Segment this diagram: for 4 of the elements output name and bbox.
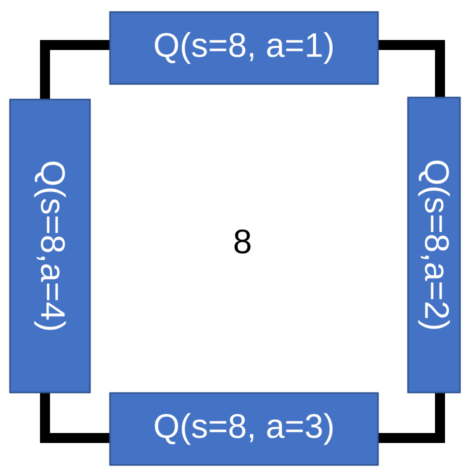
q-value-box: Q(s=8,a=4) xyxy=(9,98,91,394)
q-value-box: Q(s=8, a=1) xyxy=(109,11,379,85)
q-value-box: Q(s=8, a=3) xyxy=(109,392,379,466)
q-value-box: Q(s=8,a=2) xyxy=(407,96,461,394)
